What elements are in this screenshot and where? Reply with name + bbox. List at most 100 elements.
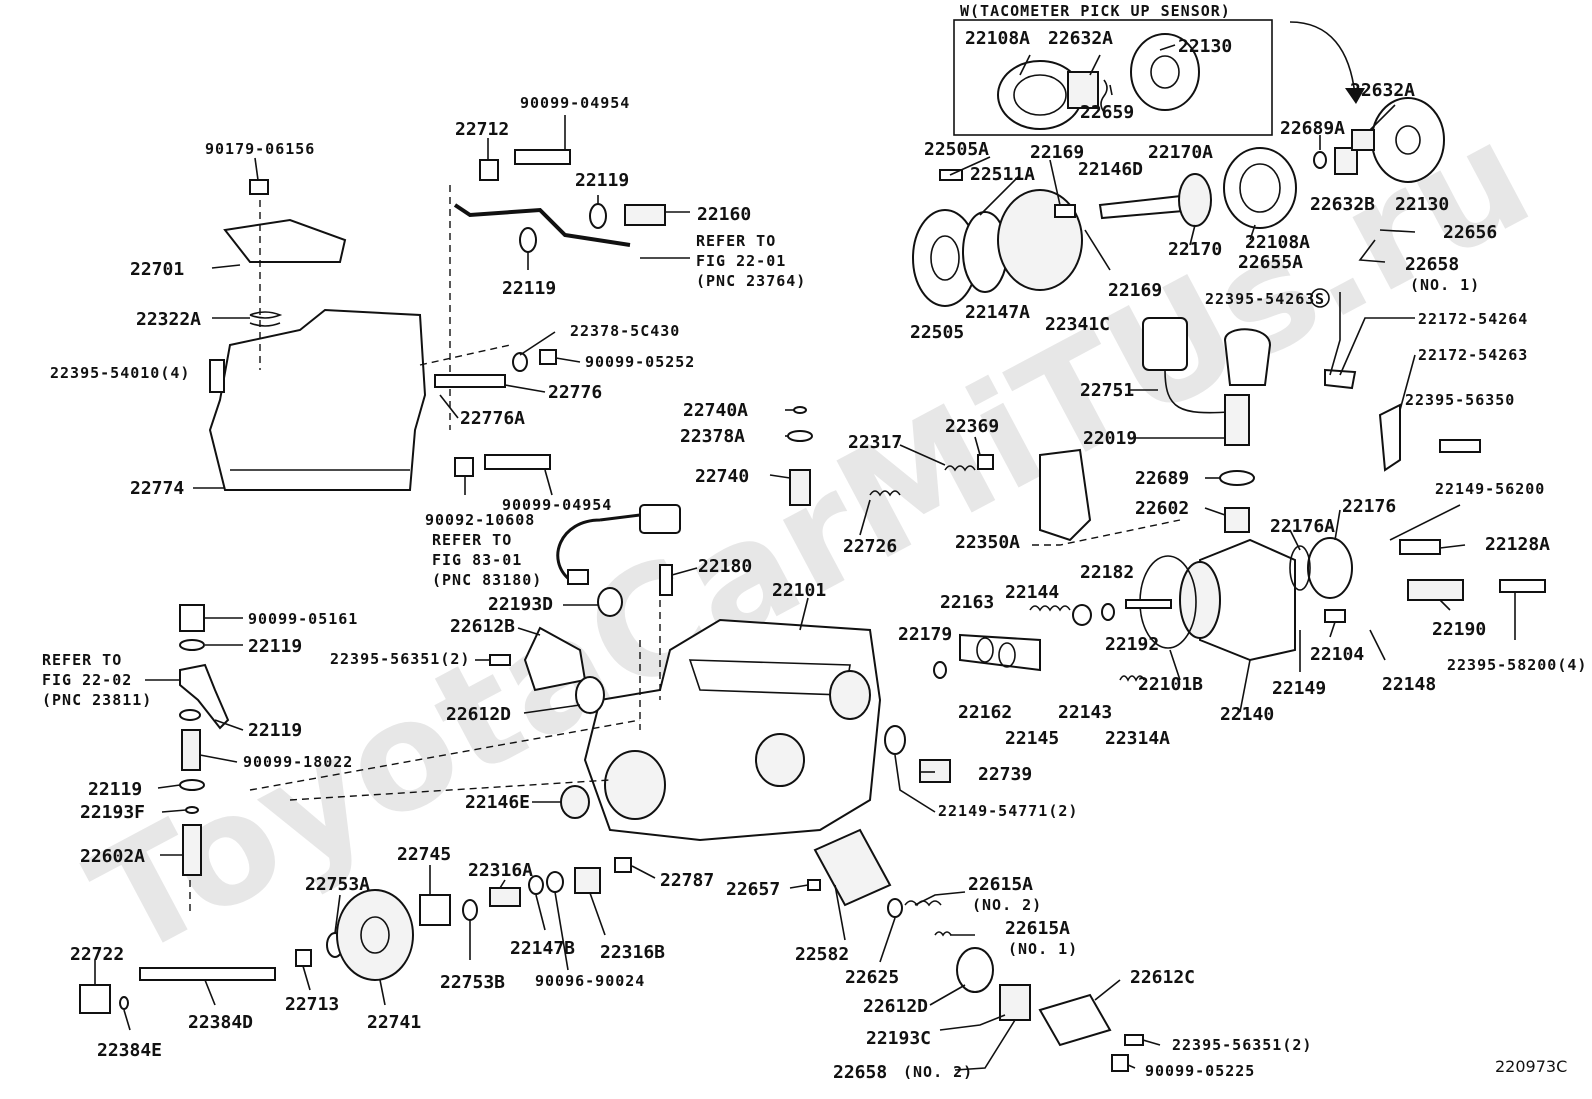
label-22149-54771: 22149-54771(2) <box>938 802 1078 820</box>
label-22160: 22160 <box>697 204 751 225</box>
label-90099-18022: 90099-18022 <box>243 753 353 771</box>
label-22130: 22130 <box>1395 194 1449 215</box>
sensor-22019 <box>1224 394 1250 446</box>
washer-22119-c <box>179 639 205 651</box>
pawl-22745 <box>419 894 451 926</box>
label-22143: 22143 <box>1058 702 1112 723</box>
label-22149: 22149 <box>1272 678 1326 699</box>
nut-90092 <box>454 457 474 477</box>
label-22615A-no2-note: (NO. 2) <box>972 896 1042 914</box>
leader <box>1369 104 1396 131</box>
ring-22179 <box>933 661 947 679</box>
label-22146D: 22146D <box>1078 159 1143 180</box>
label-22170: 22170 <box>1168 239 1222 260</box>
cap-22130 <box>1371 97 1445 183</box>
ring-22193F <box>185 806 199 814</box>
washer-22119-e <box>179 779 205 791</box>
leader <box>554 891 569 971</box>
sensor-cap <box>1223 328 1272 386</box>
leader <box>1358 239 1386 263</box>
key-22713 <box>295 949 312 967</box>
ring-22612D <box>575 676 605 714</box>
pin-22740 <box>789 469 811 506</box>
ref-fig-83-01-line2: FIG 83-01 <box>432 551 522 569</box>
governor-parts <box>787 406 1145 682</box>
inset-housing-inner <box>1013 74 1067 116</box>
leader <box>1249 224 1256 241</box>
label-22162: 22162 <box>958 702 1012 723</box>
s-mark: S <box>1315 290 1325 308</box>
ring-22149-54771 <box>884 725 906 755</box>
seal-22146E <box>560 785 590 819</box>
label-90099-05225: 90099-05225 <box>1145 1062 1255 1080</box>
bracket-22172-54264 <box>1324 368 1357 390</box>
ring-22182 <box>1101 603 1115 621</box>
label-22612D-b: 22612D <box>863 996 928 1017</box>
key-22384E <box>119 996 129 1010</box>
label-22632A-inset: 22632A <box>1048 28 1113 49</box>
label-22632B: 22632B <box>1310 194 1375 215</box>
gear-hub <box>360 916 390 954</box>
ref-fig-22-02-line3: (PNC 23811) <box>42 691 152 709</box>
spring-22615A-1 <box>934 931 952 937</box>
label-22774: 22774 <box>130 478 184 499</box>
leader <box>523 704 581 714</box>
label-22104: 22104 <box>1310 644 1364 665</box>
washer-22753B <box>462 899 478 921</box>
label-22745: 22745 <box>397 844 451 865</box>
label-22658-no1: (NO. 1) <box>1410 276 1480 294</box>
leader <box>954 1019 1016 1071</box>
nut-22722 <box>79 984 111 1014</box>
washer-22119-a <box>589 203 607 229</box>
filter-22602A <box>182 824 202 876</box>
ring-22176A <box>1289 545 1311 591</box>
ring-22378A <box>787 430 813 442</box>
label-22612D: 22612D <box>446 704 511 725</box>
label-90099-05252: 90099-05252 <box>585 353 695 371</box>
label-22119-e: 22119 <box>88 779 142 800</box>
ring-90096-90024 <box>546 871 564 893</box>
label-22317: 22317 <box>848 432 902 453</box>
label-22130-inset: 22130 <box>1178 36 1232 57</box>
plug-22787 <box>614 857 632 873</box>
label-22101B: 22101B <box>1138 674 1203 695</box>
timer-assembly <box>807 828 1144 1072</box>
label-22322A: 22322A <box>136 309 201 330</box>
ring-22193D <box>597 587 623 617</box>
label-22602: 22602 <box>1135 498 1189 519</box>
label-22384E: 22384E <box>97 1040 162 1061</box>
label-22615A-no1-note: (NO. 1) <box>1008 940 1078 958</box>
leader <box>914 891 966 906</box>
label-22612B: 22612B <box>450 616 515 637</box>
label-22169-a: 22169 <box>1030 142 1084 163</box>
label-22625: 22625 <box>845 967 899 988</box>
label-22689A: 22689A <box>1280 118 1345 139</box>
ring-22147B <box>528 875 544 895</box>
fuel-line <box>453 149 666 253</box>
label-22632A: 22632A <box>1350 80 1415 101</box>
ring-22740A <box>793 406 807 414</box>
leader <box>834 884 846 941</box>
pump-bore-right <box>829 670 871 720</box>
label-22395-54010: 22395-54010(4) <box>50 364 190 382</box>
label-22384D: 22384D <box>188 1012 253 1033</box>
label-22726: 22726 <box>843 536 897 557</box>
label-22753A: 22753A <box>305 874 370 895</box>
housing-inner <box>1239 163 1281 213</box>
label-22612C: 22612C <box>1130 967 1195 988</box>
leader <box>1289 529 1301 551</box>
leader <box>1239 659 1251 713</box>
label-22316B: 22316B <box>600 942 665 963</box>
leader <box>1159 44 1176 51</box>
label-22172-54264: 22172-54264 <box>1418 310 1528 328</box>
sleeve-22316B <box>574 867 601 894</box>
leader <box>939 1014 1006 1031</box>
leader <box>789 884 809 889</box>
label-22119-c: 22119 <box>248 636 302 657</box>
label-22128A: 22128A <box>1485 534 1550 555</box>
label-22712: 22712 <box>455 119 509 140</box>
label-22316A: 22316A <box>468 860 533 881</box>
inset-cap-inner <box>1150 55 1180 89</box>
leader <box>199 754 238 763</box>
label-22145: 22145 <box>1005 728 1059 749</box>
